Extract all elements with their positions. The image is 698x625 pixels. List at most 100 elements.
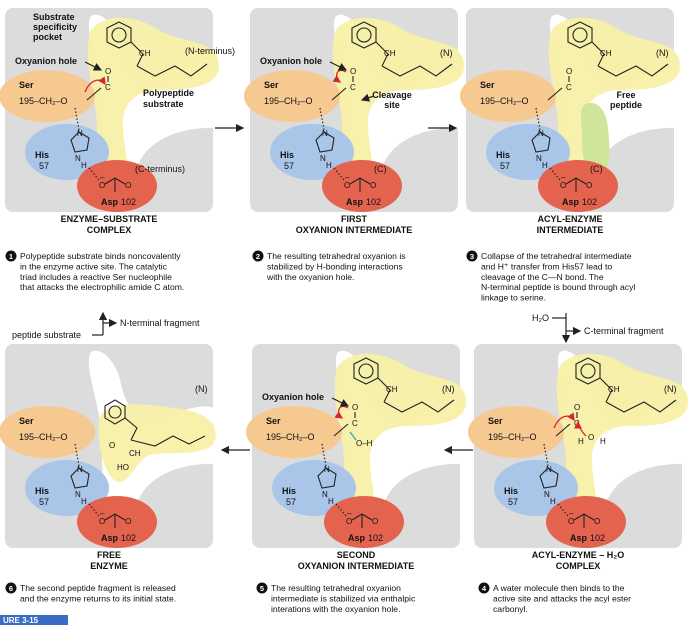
oxyanion-electron-arrow [332,69,347,83]
his-57-number: 57 [39,161,49,171]
ch2-group: CH [608,385,620,394]
nucleophilic-attack-arrow [553,412,575,429]
panel-title-line: ENZYME [90,561,128,571]
asp-oxygen-1: O [99,181,105,190]
step-caption-line: that attacks the electrophilic amide C a… [20,282,184,292]
asp-charge: – [569,509,574,518]
his-h-delta: H [550,497,556,506]
carbonyl-carbon: C [352,419,358,428]
oxyanion-hole-label: Oxyanion hole [15,56,77,66]
c-terminus-label: (C) [374,164,387,174]
asp-102-number: 102 [368,533,383,543]
ser-his-hbond [74,107,80,131]
ser-o-c-bond [331,87,347,101]
his-label: His [35,150,49,160]
his-n-epsilon: N [322,129,328,138]
c-terminus-label: (C-terminus) [135,164,185,174]
peptide-backbone-n [591,41,669,77]
ser-195-chain: 195–CH₂–O [480,96,529,106]
asp-label: Asp [101,197,119,207]
ser195-region [244,70,340,122]
transition-peptide-substrate: peptide substrate N-terminal fragment [12,311,200,340]
step-number-badge [5,582,17,594]
step-caption-line: The second peptide fragment is released [20,583,176,593]
step-caption-line: intermediate is stabilized via enthalpic [271,593,416,603]
carbonyl-carbon: C [105,83,111,92]
step-caption-line: Collapse of the tetrahedral intermediate [481,251,632,261]
ser-195-chain: 195–CH₂–O [19,96,68,106]
his-57-number: 57 [508,497,518,507]
transition-water: H₂O C-terminal fragment [532,313,664,344]
ser-his-hbond [321,443,327,467]
asp-charge: – [100,509,105,518]
asp102-region [546,496,626,548]
his-asp-hbond [549,167,561,181]
peptide-substrate-region [556,353,688,520]
asp-label: Asp [346,197,364,207]
his-n-delta: N [320,154,326,163]
his-label: His [35,486,49,496]
free-peptide-region [581,103,610,177]
asp-charge: – [561,173,566,182]
asp-oxygen-2: O [586,181,592,190]
ser-195-chain: 195–CH₂–O [488,432,537,442]
asp-oxygen-1: O [99,517,105,526]
asp-oxygen-1: O [344,181,350,190]
step-caption-line: with the oxyanion hole. [266,272,354,282]
step-caption-line: carbonyl. [493,604,528,614]
step-number-badge [466,250,478,262]
imidazole-ring [70,131,90,153]
imidazole-ring [70,467,90,489]
ser-o-c-bond [555,423,571,437]
ser-label: Ser [19,416,34,426]
cleavage-site-label-0: Cleavage [372,90,412,100]
his-n-delta: N [75,154,81,163]
polypeptide-label-0: Polypeptide [143,88,194,98]
step-caption-line: active site and attacks the acyl ester [493,593,631,603]
his-n-delta: N [322,490,328,499]
panel-title-line: ACYL-ENZYME – H₂O [532,550,625,560]
asp102-region [322,160,402,212]
peptide-backbone-n [124,417,206,447]
step-number-badge [5,250,17,262]
carbonyl-oxygen: O [350,67,356,76]
carbonyl-oxygen: O [574,403,580,412]
step-number: 2 [256,252,260,261]
ser195-region [468,406,564,458]
ser-o-c-bond [86,87,102,101]
step-caption-line: triad includes a reactive Ser nucleophil… [20,272,172,282]
panel-title-line: INTERMEDIATE [537,225,604,235]
carbonyl-oxygen: O [352,403,358,412]
ch2-group: CH [386,385,398,394]
ser-his-hbond [535,107,541,131]
carboxyl-ho: HO [117,463,129,472]
his-n-delta: N [536,154,542,163]
free-peptide-label-1: peptide [610,100,642,110]
asp-oxygen-1: O [568,517,574,526]
oxyanion-electron-arrow [334,405,349,419]
oxyanion-hole-label: Oxyanion hole [262,392,324,402]
step-number: 3 [470,252,474,261]
water-h1: H [578,437,584,446]
carbonyl-carbon: C [350,83,356,92]
asp-label: Asp [348,533,366,543]
ser-label: Ser [19,80,34,90]
oxyanion-hole-label: Oxyanion hole [260,56,322,66]
step-number: 4 [482,584,487,593]
c-terminus-label: (C) [590,164,603,174]
asp-label: Asp [101,533,119,543]
ser-his-hbond [319,107,325,131]
asp102-region [77,160,157,212]
step-number: 5 [260,584,264,593]
n-terminus-label: (N) [440,48,453,58]
his-57-number: 57 [39,497,49,507]
panel-title-line: OXYANION INTERMEDIATE [296,225,413,235]
carbonyl-oxygen: O [105,67,111,76]
his-h-delta: H [81,161,87,170]
his-label: His [280,150,294,160]
